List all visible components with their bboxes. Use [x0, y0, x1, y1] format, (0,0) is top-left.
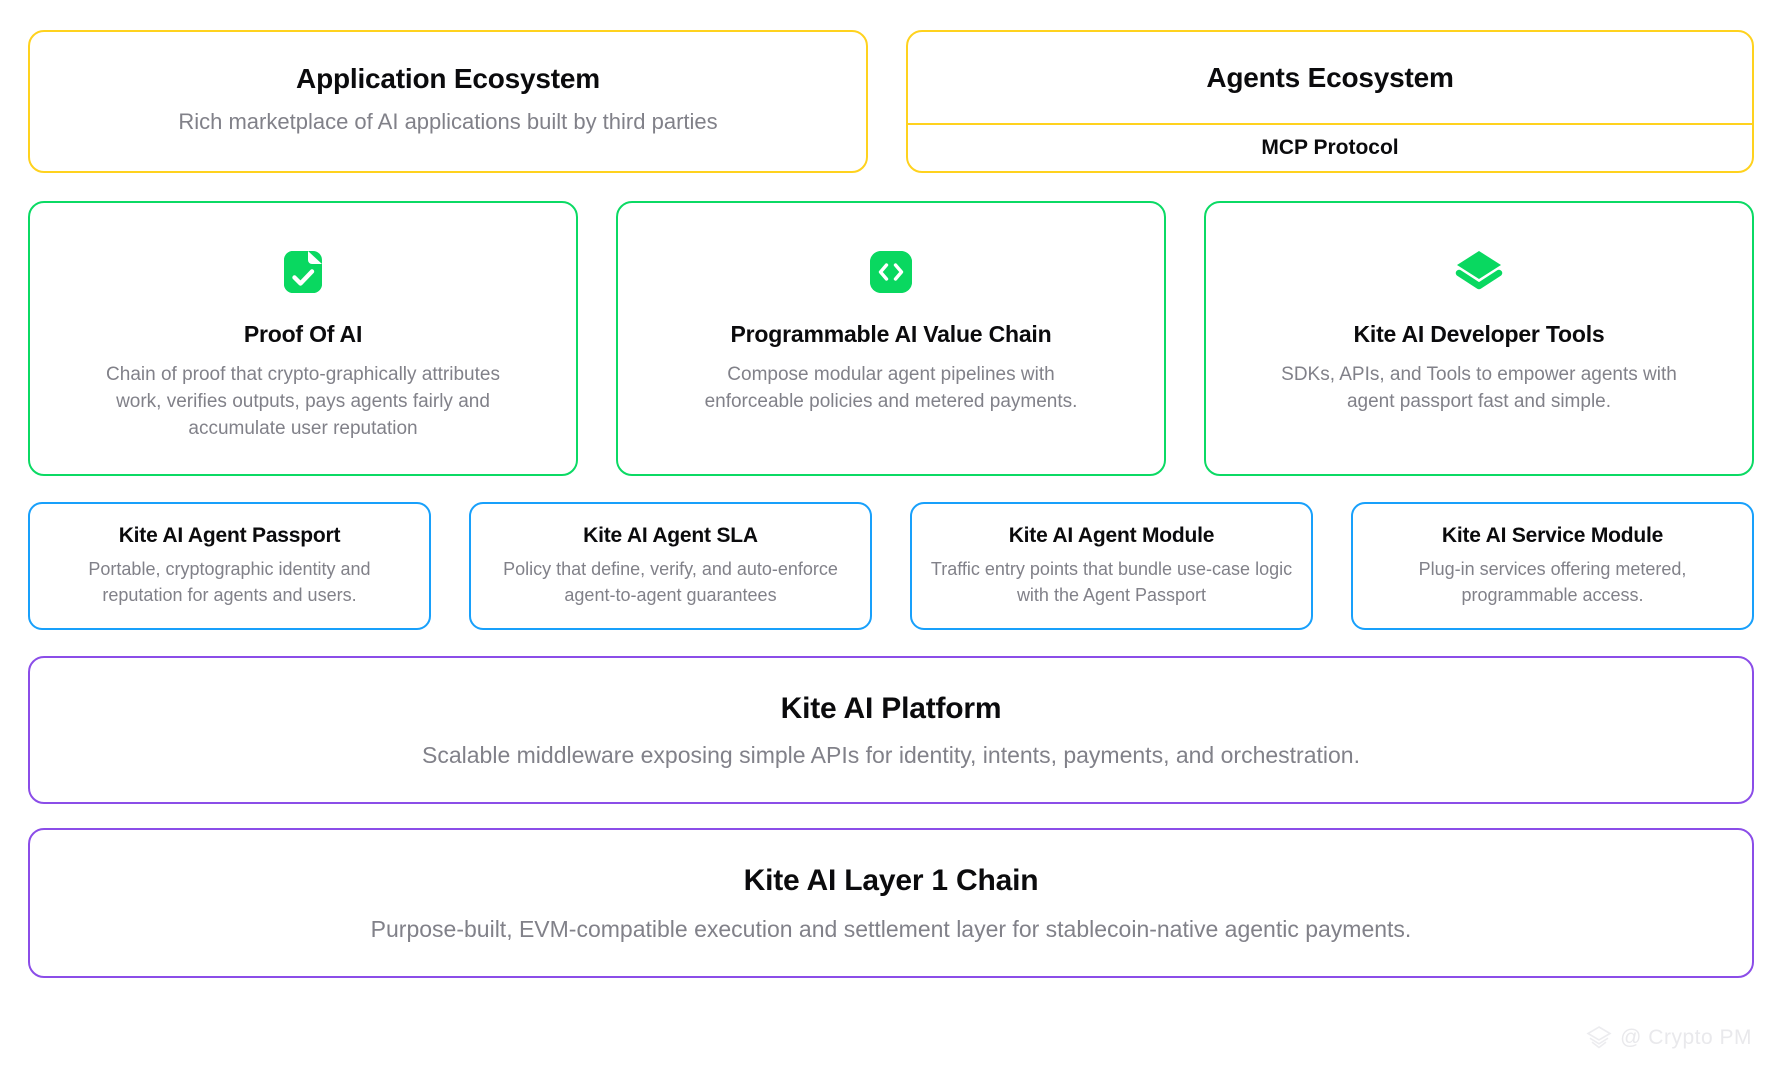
feature-title: Kite AI Developer Tools	[1353, 321, 1605, 347]
module-desc: Plug-in services offering metered, progr…	[1418, 559, 1687, 605]
module-desc: Portable, cryptographic identity and rep…	[88, 559, 371, 605]
application-ecosystem-desc: Rich marketplace of AI applications buil…	[178, 108, 718, 134]
chain-title: Kite AI Layer 1 Chain	[743, 863, 1039, 897]
module-title: Kite AI Agent Module	[1008, 524, 1215, 548]
feature-icon-wrap	[284, 251, 322, 293]
feature-desc: Chain of proof that crypto-graphically a…	[106, 364, 500, 439]
platform-title: Kite AI Platform	[780, 691, 1002, 725]
feature-row: Proof Of AI Chain of proof that crypto-g…	[28, 201, 1754, 476]
module-title: Kite AI Agent SLA	[583, 524, 758, 548]
diamond-layers-logo	[1586, 1025, 1612, 1051]
platform-inner: Kite AI Platform Scalable middleware exp…	[41, 692, 1741, 769]
module-desc: Policy that define, verify, and auto-enf…	[503, 559, 838, 605]
feature-card-proof-of-ai[interactable]: Proof Of AI Chain of proof that crypto-g…	[28, 201, 578, 476]
feature-title: Programmable AI Value Chain	[730, 321, 1052, 347]
module-card-agent-sla[interactable]: Kite AI Agent SLA Policy that define, ve…	[469, 502, 872, 630]
platform-card[interactable]: Kite AI Platform Scalable middleware exp…	[28, 656, 1754, 804]
feature-desc: SDKs, APIs, and Tools to empower agents …	[1281, 364, 1677, 412]
code-brackets-icon	[870, 251, 912, 293]
feature-icon-wrap	[1455, 249, 1503, 296]
application-ecosystem-card[interactable]: Application Ecosystem Rich marketplace o…	[28, 30, 868, 173]
ecosystem-row: Application Ecosystem Rich marketplace o…	[28, 30, 1754, 173]
feature-card-kite-ai-developer-tools[interactable]: Kite AI Developer Tools SDKs, APIs, and …	[1204, 201, 1754, 476]
module-card-service-module[interactable]: Kite AI Service Module Plug-in services …	[1351, 502, 1754, 630]
module-card-agent-module[interactable]: Kite AI Agent Module Traffic entry point…	[910, 502, 1313, 630]
module-title: Kite AI Agent Passport	[118, 524, 341, 548]
watermark: @ Crypto PM	[1586, 1025, 1752, 1051]
module-row: Kite AI Agent Passport Portable, cryptog…	[28, 502, 1754, 630]
mcp-protocol-label: MCP Protocol	[1261, 136, 1399, 159]
feature-icon-wrap	[870, 251, 912, 293]
watermark-text: @ Crypto PM	[1620, 1026, 1752, 1049]
document-check-icon	[284, 251, 322, 293]
layer1-chain-card[interactable]: Kite AI Layer 1 Chain Purpose-built, EVM…	[28, 828, 1754, 978]
module-desc: Traffic entry points that bundle use-cas…	[930, 559, 1293, 605]
module-card-agent-passport[interactable]: Kite AI Agent Passport Portable, cryptog…	[28, 502, 431, 630]
agents-ecosystem-header: Agents Ecosystem	[908, 32, 1752, 125]
layers-stack-icon	[1455, 249, 1503, 296]
agents-ecosystem-card[interactable]: Agents Ecosystem MCP Protocol	[906, 30, 1754, 173]
application-ecosystem-title: Application Ecosystem	[296, 62, 600, 94]
feature-desc: Compose modular agent pipelines with enf…	[704, 364, 1078, 412]
platform-desc: Scalable middleware exposing simple APIs…	[422, 741, 1360, 768]
module-title: Kite AI Service Module	[1441, 524, 1664, 548]
feature-title: Proof Of AI	[243, 321, 363, 347]
feature-card-programmable-ai-value-chain[interactable]: Programmable AI Value Chain Compose modu…	[616, 201, 1166, 476]
chain-desc: Purpose-built, EVM-compatible execution …	[370, 915, 1412, 942]
agents-ecosystem-title: Agents Ecosystem	[1206, 61, 1454, 93]
chain-inner: Kite AI Layer 1 Chain Purpose-built, EVM…	[56, 864, 1726, 943]
mcp-protocol-section[interactable]: MCP Protocol	[908, 125, 1752, 171]
